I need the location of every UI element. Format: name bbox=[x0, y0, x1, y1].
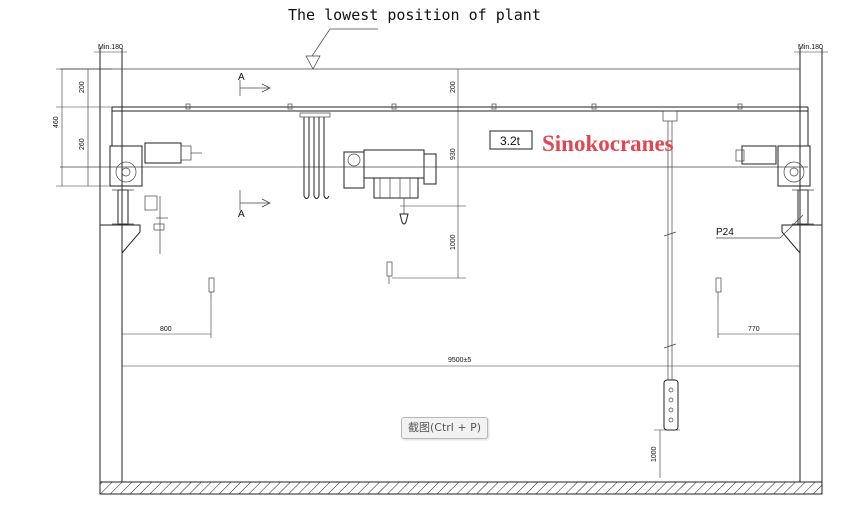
end-carriage-left bbox=[109, 142, 202, 254]
festoon-cables bbox=[299, 112, 331, 199]
dim-span: 9500±5 bbox=[448, 357, 471, 364]
capacity-box bbox=[489, 130, 533, 150]
brand-logo: Sinokocranes bbox=[542, 131, 674, 156]
rail-label: P24 bbox=[716, 227, 734, 238]
dim-260: 260 bbox=[79, 138, 86, 150]
dimensions-left bbox=[56, 68, 112, 187]
section-a-markers bbox=[239, 80, 271, 210]
runway-corbel-right bbox=[781, 224, 822, 254]
runway-corbel-left bbox=[100, 224, 141, 254]
dim-460: 460 bbox=[53, 116, 60, 128]
min-clearance-left: Min.180 bbox=[98, 44, 123, 51]
pendant-control bbox=[662, 110, 679, 431]
dim-800: 800 bbox=[160, 326, 172, 333]
building-columns bbox=[94, 48, 828, 482]
section-a-bottom-label: A bbox=[238, 209, 245, 220]
main-girder bbox=[60, 103, 809, 168]
dim-930: 930 bbox=[450, 148, 457, 160]
end-carriage-right bbox=[735, 145, 814, 225]
dimensions-center bbox=[392, 69, 466, 279]
screenshot-tooltip: 截图(Ctrl + P) bbox=[401, 417, 488, 439]
drawing-title: The lowest position of plant bbox=[288, 6, 541, 24]
dim-1000-pendant: 1000 bbox=[651, 446, 658, 462]
dim-1000-hook: 1000 bbox=[450, 234, 457, 250]
min-clearance-right: Min.180 bbox=[798, 44, 823, 51]
dim-770: 770 bbox=[748, 326, 760, 333]
section-a-top-label: A bbox=[238, 72, 245, 83]
hook-positions bbox=[208, 261, 722, 300]
dimension-pendant bbox=[654, 429, 680, 478]
level-marker-icon bbox=[305, 55, 321, 70]
electric-hoist bbox=[343, 149, 437, 225]
dim-200-right: 200 bbox=[450, 81, 457, 93]
capacity-label: 3.2t bbox=[500, 134, 521, 148]
ground-floor bbox=[99, 481, 823, 495]
dimensions-horizontal bbox=[122, 300, 800, 367]
dim-200-left: 200 bbox=[79, 81, 86, 93]
